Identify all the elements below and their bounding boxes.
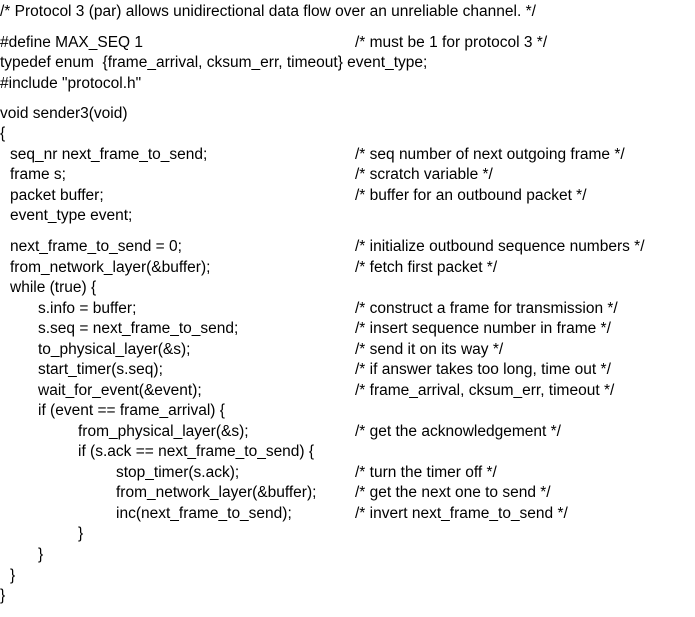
code-text: frame s;: [10, 166, 66, 183]
code-comment: /* insert sequence number in frame */: [355, 320, 611, 337]
code-comment: /* scratch variable */: [355, 166, 493, 183]
code-text: s.seq = next_frame_to_send;: [38, 320, 239, 337]
code-text: {: [0, 125, 6, 142]
code-text: }: [38, 546, 44, 563]
code-comment: /* frame_arrival, cksum_err, timeout */: [355, 382, 615, 399]
code-comment: /* invert next_frame_to_send */: [355, 505, 568, 522]
code-text: packet buffer;: [10, 187, 104, 204]
code-comment: /* send it on its way */: [355, 341, 504, 358]
code-comment: /* if answer takes too long, time out */: [355, 361, 611, 378]
code-text: event_type event;: [10, 207, 133, 224]
code-comment: /* get the acknowledgement */: [355, 423, 561, 440]
code-comment: /* construct a frame for transmission */: [355, 300, 618, 317]
code-text: if (event == frame_arrival) {: [38, 402, 225, 419]
code-text: #include "protocol.h": [0, 75, 142, 92]
code-text: typedef enum {frame_arrival, cksum_err, …: [0, 54, 428, 71]
code-text: inc(next_frame_to_send);: [116, 505, 292, 522]
code-text: #define MAX_SEQ 1: [0, 34, 144, 51]
code-text: while (true) {: [10, 279, 97, 296]
code-text: if (s.ack == next_frame_to_send) {: [78, 443, 315, 460]
code-text: start_timer(s.seq);: [38, 361, 163, 378]
code-comment: /* must be 1 for protocol 3 */: [355, 34, 548, 51]
code-text: to_physical_layer(&s);: [38, 341, 191, 358]
code-comment: /* turn the timer off */: [355, 464, 497, 481]
code-text: }: [10, 567, 16, 584]
code-comment: /* get the next one to send */: [355, 484, 551, 501]
code-comment: /* seq number of next outgoing frame */: [355, 146, 625, 163]
code-text: void sender3(void): [0, 105, 128, 122]
code-comment: /* fetch first packet */: [355, 259, 498, 276]
code-text: }: [0, 587, 6, 604]
code-comment: /* buffer for an outbound packet */: [355, 187, 587, 204]
code-text: stop_timer(s.ack);: [116, 464, 240, 481]
code-text: }: [78, 525, 84, 542]
code-text: seq_nr next_frame_to_send;: [10, 146, 208, 163]
code-text: from_network_layer(&buffer);: [116, 484, 317, 501]
code-text: /* Protocol 3 (par) allows unidirectiona…: [0, 3, 536, 20]
code-text: s.info = buffer;: [38, 300, 137, 317]
code-text: next_frame_to_send = 0;: [10, 238, 182, 255]
code-text: from_physical_layer(&s);: [78, 423, 249, 440]
code-text: from_network_layer(&buffer);: [10, 259, 211, 276]
code-text: wait_for_event(&event);: [38, 382, 202, 399]
code-comment: /* initialize outbound sequence numbers …: [355, 238, 645, 255]
